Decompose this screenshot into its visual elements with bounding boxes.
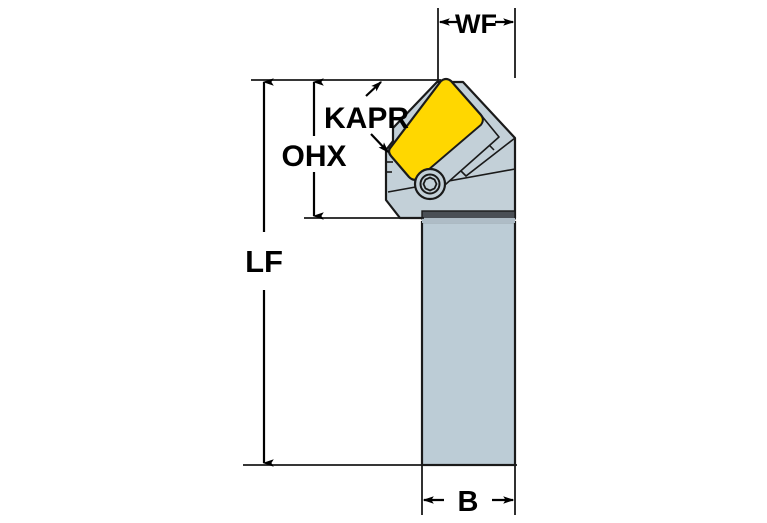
clamp-screw: [413, 167, 447, 201]
dimension-kapr: KAPR: [324, 81, 409, 153]
tool-shank: [420, 220, 517, 467]
dimension-ohx: OHX: [281, 78, 347, 220]
dimension-b: B: [422, 486, 515, 518]
dimension-label-wf: WF: [455, 9, 497, 39]
kapr-arrow-lower: [370, 133, 389, 153]
extension-lines: [243, 8, 517, 515]
dimension-wf: WF: [438, 9, 515, 39]
kapr-arrow-upper: [365, 81, 382, 97]
dimension-label-ohx: OHX: [281, 140, 346, 173]
dimension-lf: LF: [245, 78, 283, 467]
dimension-label-b: B: [458, 486, 479, 518]
shim-seat: [421, 210, 516, 223]
dimension-label-kapr: KAPR: [324, 102, 409, 135]
dimension-label-lf: LF: [245, 244, 283, 279]
